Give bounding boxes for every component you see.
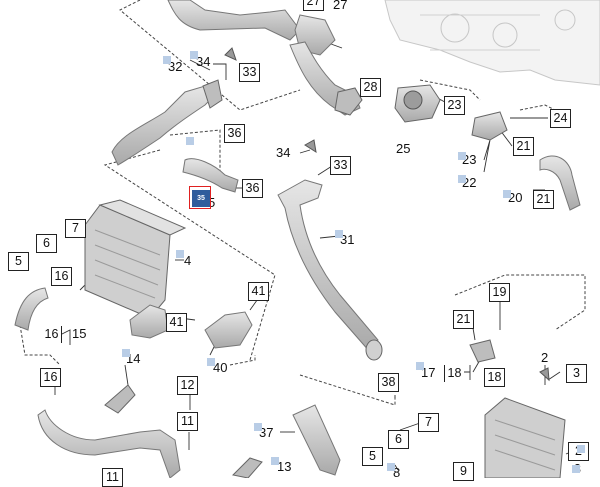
hose-part-20 [539, 155, 581, 211]
marker [254, 423, 262, 431]
marker [207, 358, 215, 366]
marker [335, 230, 343, 238]
callout-21-low[interactable]: 21 [453, 310, 474, 329]
callout-28[interactable]: 28 [360, 78, 381, 97]
hose-part-16 [14, 287, 49, 331]
leader-lines [19, 0, 586, 406]
throttle-body-part [394, 84, 441, 123]
label-31: 31 [340, 232, 355, 247]
label-27-top: 27 [333, 0, 348, 12]
marker [176, 250, 184, 258]
callout-3-top[interactable]: 3 [566, 364, 587, 383]
callout-21-top[interactable]: 21 [513, 137, 534, 156]
callout-7-left[interactable]: 7 [65, 219, 86, 238]
marker [190, 51, 198, 59]
marker [163, 56, 171, 64]
marker [458, 175, 466, 183]
callout-12[interactable]: 12 [177, 376, 198, 395]
label-32: 32 [168, 59, 183, 74]
marker [416, 362, 424, 370]
label-15: 15 [72, 326, 87, 341]
label-2: 2 [541, 350, 549, 365]
callout-36-mid[interactable]: 36 [242, 179, 263, 198]
label-13: 13 [277, 459, 292, 474]
marker [271, 457, 279, 465]
marker [458, 152, 466, 160]
part-18 [469, 339, 496, 363]
callout-23[interactable]: 23 [444, 96, 465, 115]
label-20: 20 [508, 190, 523, 205]
label-5-small: 5 [208, 195, 216, 210]
clips [224, 47, 550, 382]
long-pipe-31 [277, 179, 383, 361]
marker [577, 445, 585, 453]
highlight-frame [189, 186, 211, 209]
label-17: 17 [421, 365, 436, 380]
pipe-part-41 [129, 304, 253, 349]
callout-16-left[interactable]: 16 [51, 267, 72, 286]
hose-part-37 [292, 404, 341, 476]
upper-air-duct [167, 0, 363, 116]
callout-19[interactable]: 19 [489, 283, 510, 302]
flange-part [471, 111, 508, 141]
selected-callout-35[interactable]: 35 [192, 190, 210, 207]
engine-block [384, 0, 600, 86]
label-40: 40 [213, 360, 228, 375]
callout-11-mid[interactable]: 11 [177, 412, 198, 431]
short-hose-35 [182, 158, 239, 193]
bracket-14 [104, 384, 136, 414]
label-34-mid: 34 [276, 145, 291, 160]
callout-5-left[interactable]: 5 [8, 252, 29, 271]
callout-16-bracket: 16 [42, 326, 62, 343]
label-4: 4 [184, 253, 192, 268]
intercooler-left [84, 199, 187, 319]
callout-18[interactable]: 18 [484, 368, 505, 387]
callout-38[interactable]: 38 [378, 373, 399, 392]
callout-27-top[interactable]: 27 [303, 0, 324, 11]
callout-33-mid[interactable]: 33 [330, 156, 351, 175]
callout-36-top[interactable]: 36 [224, 124, 245, 143]
callout-18-bracket: 18 [444, 365, 464, 382]
marker [572, 465, 580, 473]
callout-6-left[interactable]: 6 [36, 234, 57, 253]
intercooler-right [484, 397, 566, 478]
callout-16-low[interactable]: 16 [40, 368, 61, 387]
callout-5-right[interactable]: 5 [362, 447, 383, 466]
lower-pipe-11 [37, 409, 181, 478]
callout-7-right[interactable]: 7 [418, 413, 439, 432]
callout-6-right[interactable]: 6 [388, 430, 409, 449]
label-25: 25 [396, 141, 411, 156]
callout-21-right[interactable]: 21 [533, 190, 554, 209]
marker [503, 190, 511, 198]
marker [186, 137, 194, 145]
label-37: 37 [259, 425, 274, 440]
callout-41-mid[interactable]: 41 [166, 313, 187, 332]
marker [122, 349, 130, 357]
callout-9[interactable]: 9 [453, 462, 474, 481]
marker [387, 463, 395, 471]
callout-41-right[interactable]: 41 [248, 282, 269, 301]
label-8: 8 [393, 465, 401, 480]
callout-33-top[interactable]: 33 [239, 63, 260, 82]
callout-24[interactable]: 24 [550, 109, 571, 128]
charge-pipe-32 [111, 79, 223, 166]
label-34-top: 34 [196, 54, 211, 69]
bracket-13 [231, 457, 263, 478]
